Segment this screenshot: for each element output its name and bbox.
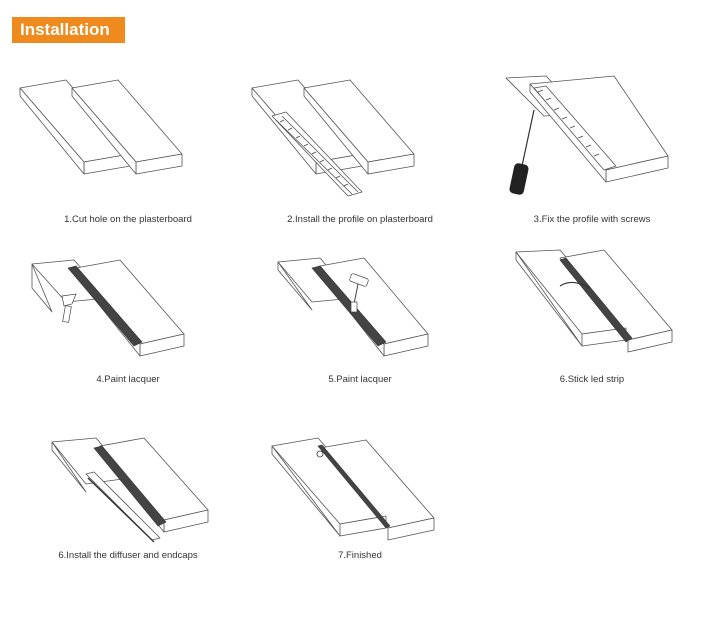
step-3: 3.Fix the profile with screws xyxy=(482,74,702,225)
paint-roller-illustration xyxy=(277,257,429,357)
step-6: 6.Stick led strip xyxy=(482,249,702,390)
step-6-caption: 6.Stick led strip xyxy=(559,374,625,385)
step-5-caption: 5.Paint lacquer xyxy=(328,374,392,385)
step-7-caption: 6.Install the diffuser and endcaps xyxy=(58,550,198,561)
step-2-caption: 2.Install the profile on plasterboard xyxy=(287,214,433,225)
step-4: 4.Paint lacquer xyxy=(18,258,238,388)
step-5: 5.Paint lacquer xyxy=(250,257,470,388)
cut-hole-illustration xyxy=(19,79,183,175)
section-title: Installation xyxy=(12,17,125,43)
step-7: 6.Install the diffuser and endcaps xyxy=(18,437,238,568)
screwdriver-illustration xyxy=(505,75,669,195)
step-1: 1.Cut hole on the plasterboard xyxy=(18,74,238,225)
paint-brush-illustration xyxy=(31,259,185,357)
finished-illustration xyxy=(271,437,435,541)
led-strip-illustration xyxy=(515,249,673,353)
step-8-caption: 7.Finished xyxy=(338,550,382,561)
diffuser-illustration xyxy=(51,437,209,543)
step-1-caption: 1.Cut hole on the plasterboard xyxy=(64,214,192,225)
step-8: 7.Finished xyxy=(250,437,470,568)
install-profile-illustration xyxy=(251,79,415,197)
step-2: 2.Install the profile on plasterboard xyxy=(250,74,470,225)
step-4-caption: 4.Paint lacquer xyxy=(96,374,160,385)
step-3-caption: 3.Fix the profile with screws xyxy=(533,214,651,225)
